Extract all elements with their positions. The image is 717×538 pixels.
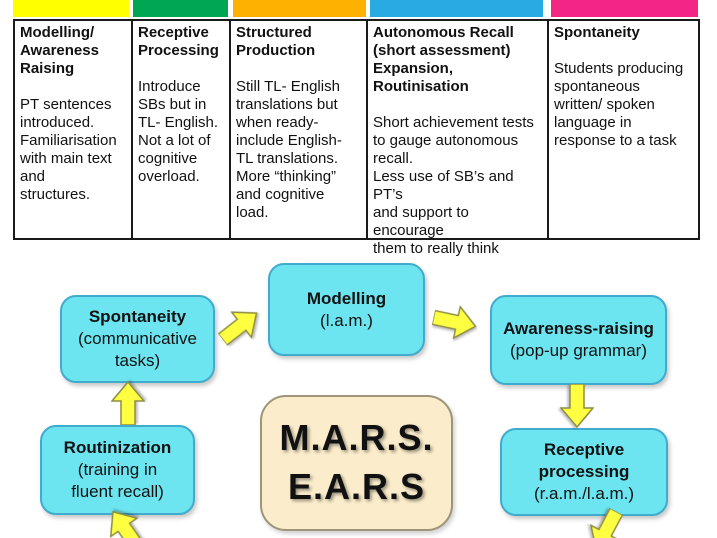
table-column-modelling: Modelling/ Awareness Raising PT sentence… — [15, 21, 131, 238]
column-header: Spontaneity — [554, 24, 640, 41]
table-column-spontaneity: Spontaneity Students producing spontaneo… — [547, 21, 698, 238]
header-bar-spontaneity — [551, 0, 698, 17]
node-title: Routinization — [63, 438, 172, 458]
node-subtitle: (training in fluent recall) — [71, 460, 164, 501]
arrow-from-receptive-icon — [581, 504, 632, 538]
node-spontaneity: Spontaneity (communicative tasks) — [60, 295, 215, 383]
table-column-structured: Structured Production Still TL- English … — [229, 21, 366, 238]
column-header: Autonomous Recall (short assessment) Exp… — [373, 24, 514, 95]
table-column-autonomous: Autonomous Recall (short assessment) Exp… — [366, 21, 547, 257]
mars-ears-center-box: M.A.R.S. E.A.R.S — [260, 395, 453, 531]
stages-table: Modelling/ Awareness Raising PT sentence… — [13, 19, 700, 257]
header-bar-receptive — [133, 0, 228, 17]
column-header: Receptive Processing — [138, 24, 219, 59]
column-header: Modelling/ Awareness Raising — [20, 24, 99, 77]
node-modelling: Modelling (l.a.m.) — [268, 263, 425, 356]
column-body: Still TL- English translations but when … — [236, 78, 342, 221]
table-column-receptive: Receptive Processing Introduce SBs but i… — [131, 21, 229, 238]
node-title: Modelling — [306, 288, 387, 308]
node-subtitle: (r.a.m./l.a.m.) — [533, 483, 635, 503]
column-header: Structured Production — [236, 24, 316, 59]
arrow-modelling-to-awareness-icon — [430, 301, 480, 343]
header-bar-autonomous — [370, 0, 543, 17]
arrow-routinization-to-spontaneity-icon — [111, 381, 145, 425]
node-receptive-processing: Receptive processing (r.a.m./l.a.m.) — [500, 428, 668, 516]
node-subtitle: (pop-up grammar) — [510, 341, 647, 360]
arrow-spontaneity-to-modelling-icon — [212, 299, 268, 353]
node-subtitle: (l.a.m.) — [320, 310, 373, 330]
ears-label: E.A.R.S — [287, 466, 426, 507]
mars-label: M.A.R.S. — [279, 417, 434, 459]
header-bar-structured — [233, 0, 366, 17]
column-body: Students producing spontaneous written/ … — [554, 60, 684, 149]
header-bar-modelling — [13, 0, 129, 17]
node-title: Spontaneity — [88, 307, 187, 327]
node-subtitle: (communicative tasks) — [77, 329, 198, 370]
node-title: Receptive processing — [538, 440, 630, 482]
node-awareness-raising: Awareness-raising (pop-up grammar) — [490, 295, 667, 385]
arrow-awareness-to-receptive-icon — [560, 384, 594, 428]
arrow-into-routinization-icon — [98, 501, 151, 538]
node-title: Awareness-raising — [503, 319, 654, 339]
column-body: Short achievement tests to gauge autonom… — [373, 114, 534, 257]
node-routinization: Routinization (training in fluent recall… — [40, 425, 195, 515]
column-body: PT sentences introduced. Familiarisation… — [20, 96, 117, 203]
column-body: Introduce SBs but in TL- English. Not a … — [138, 78, 219, 185]
